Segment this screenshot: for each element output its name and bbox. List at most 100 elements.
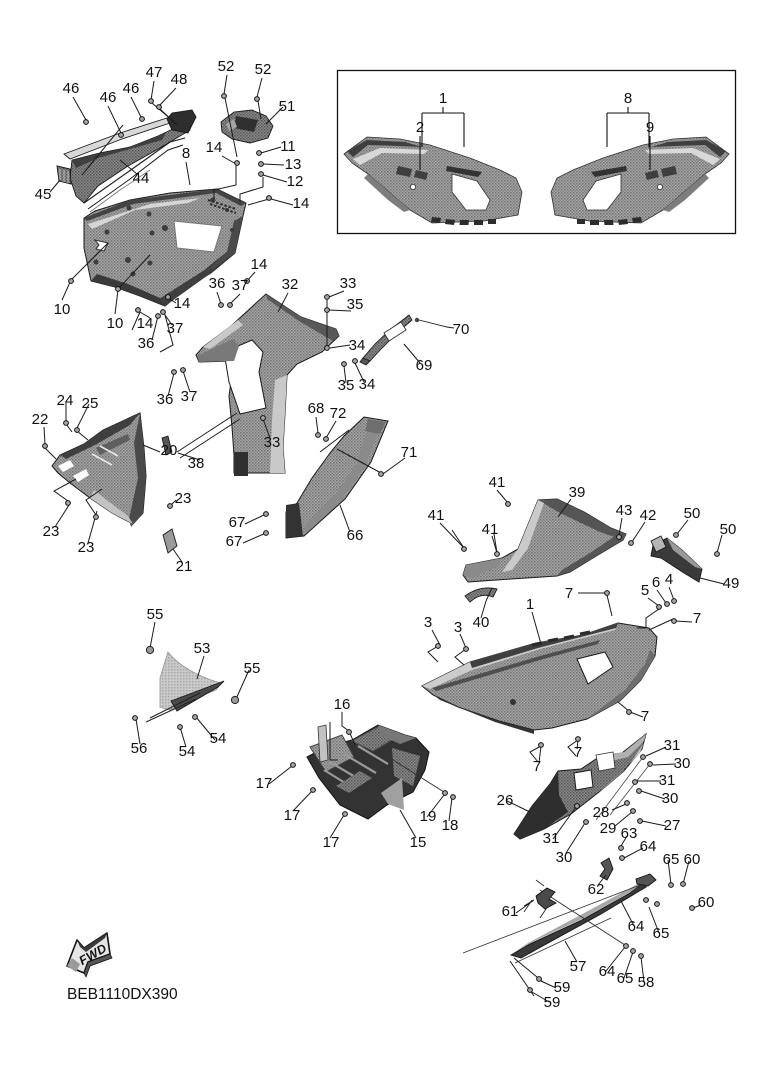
svg-text:59: 59	[544, 994, 561, 1011]
svg-text:17: 17	[323, 834, 340, 851]
svg-text:3: 3	[424, 614, 432, 631]
svg-text:3: 3	[454, 619, 462, 636]
svg-text:7: 7	[641, 708, 649, 725]
svg-text:39: 39	[569, 484, 586, 501]
svg-text:58: 58	[638, 974, 655, 991]
svg-text:44: 44	[133, 170, 150, 187]
svg-text:10: 10	[107, 315, 124, 332]
svg-text:28: 28	[593, 804, 610, 821]
svg-text:37: 37	[181, 388, 198, 405]
svg-text:16: 16	[334, 696, 351, 713]
svg-text:54: 54	[210, 730, 227, 747]
svg-text:14: 14	[293, 195, 310, 212]
svg-text:41: 41	[489, 474, 506, 491]
svg-text:36: 36	[209, 275, 226, 292]
svg-text:71: 71	[401, 444, 418, 461]
svg-text:64: 64	[628, 918, 645, 935]
svg-text:25: 25	[82, 395, 99, 412]
svg-text:1: 1	[526, 596, 534, 613]
svg-text:47: 47	[146, 64, 163, 81]
svg-text:60: 60	[684, 851, 701, 868]
svg-text:49: 49	[723, 575, 740, 592]
svg-text:68: 68	[308, 400, 325, 417]
svg-text:63: 63	[621, 825, 638, 842]
svg-text:60: 60	[698, 894, 715, 911]
svg-text:51: 51	[279, 98, 296, 115]
svg-text:18: 18	[442, 817, 459, 834]
svg-text:41: 41	[482, 521, 499, 538]
svg-text:62: 62	[588, 881, 605, 898]
svg-text:67: 67	[226, 533, 243, 550]
svg-text:24: 24	[57, 392, 74, 409]
svg-text:46: 46	[63, 80, 80, 97]
svg-text:32: 32	[282, 276, 299, 293]
svg-text:52: 52	[255, 61, 272, 78]
svg-text:37: 37	[167, 320, 184, 337]
svg-text:14: 14	[206, 139, 223, 156]
svg-text:5: 5	[641, 582, 649, 599]
svg-text:9: 9	[646, 119, 654, 136]
svg-text:13: 13	[285, 156, 302, 173]
svg-text:55: 55	[244, 660, 261, 677]
svg-text:46: 46	[100, 89, 117, 106]
svg-text:30: 30	[556, 849, 573, 866]
svg-text:10: 10	[54, 301, 71, 318]
svg-text:30: 30	[674, 755, 691, 772]
svg-text:19: 19	[420, 808, 437, 825]
svg-text:65: 65	[653, 925, 670, 942]
svg-text:23: 23	[175, 490, 192, 507]
svg-text:30: 30	[662, 790, 679, 807]
svg-text:7: 7	[533, 758, 541, 775]
svg-text:72: 72	[330, 405, 347, 422]
svg-text:23: 23	[43, 523, 60, 540]
svg-text:11: 11	[280, 138, 296, 155]
svg-text:33: 33	[340, 275, 357, 292]
svg-text:1: 1	[439, 90, 447, 107]
svg-text:7: 7	[565, 585, 573, 602]
svg-text:12: 12	[287, 173, 304, 190]
svg-text:35: 35	[347, 296, 364, 313]
svg-text:50: 50	[720, 521, 737, 538]
svg-text:7: 7	[693, 610, 701, 627]
svg-text:31: 31	[543, 830, 560, 847]
svg-text:23: 23	[78, 539, 95, 556]
svg-text:69: 69	[416, 357, 433, 374]
svg-text:46: 46	[123, 80, 140, 97]
svg-text:14: 14	[174, 295, 191, 312]
svg-text:31: 31	[664, 737, 681, 754]
svg-text:61: 61	[502, 903, 519, 920]
svg-text:64: 64	[599, 963, 616, 980]
svg-text:27: 27	[664, 817, 681, 834]
svg-text:40: 40	[473, 614, 490, 631]
svg-text:34: 34	[359, 376, 376, 393]
svg-text:2: 2	[416, 119, 424, 136]
svg-text:65: 65	[663, 851, 680, 868]
svg-text:56: 56	[131, 740, 148, 757]
svg-text:59: 59	[554, 979, 571, 996]
svg-text:67: 67	[229, 514, 246, 531]
svg-text:22: 22	[32, 411, 49, 428]
svg-text:14: 14	[251, 256, 268, 273]
svg-text:15: 15	[410, 834, 427, 851]
svg-text:48: 48	[171, 71, 188, 88]
svg-text:53: 53	[194, 640, 211, 657]
svg-text:42: 42	[640, 507, 657, 524]
svg-text:66: 66	[347, 527, 364, 544]
svg-text:17: 17	[284, 807, 301, 824]
svg-text:37: 37	[232, 277, 249, 294]
svg-text:26: 26	[497, 792, 514, 809]
svg-text:34: 34	[349, 337, 366, 354]
svg-text:4: 4	[665, 571, 673, 588]
svg-text:54: 54	[179, 743, 196, 760]
svg-text:33: 33	[264, 434, 281, 451]
svg-text:65: 65	[617, 970, 634, 987]
svg-text:64: 64	[640, 838, 657, 855]
svg-text:21: 21	[176, 558, 193, 575]
svg-text:57: 57	[570, 958, 587, 975]
svg-text:70: 70	[453, 321, 470, 338]
svg-text:55: 55	[147, 606, 164, 623]
svg-text:31: 31	[659, 772, 676, 789]
svg-text:6: 6	[652, 574, 660, 591]
svg-text:14: 14	[137, 315, 154, 332]
svg-text:BEB1110DX390: BEB1110DX390	[67, 986, 178, 1003]
